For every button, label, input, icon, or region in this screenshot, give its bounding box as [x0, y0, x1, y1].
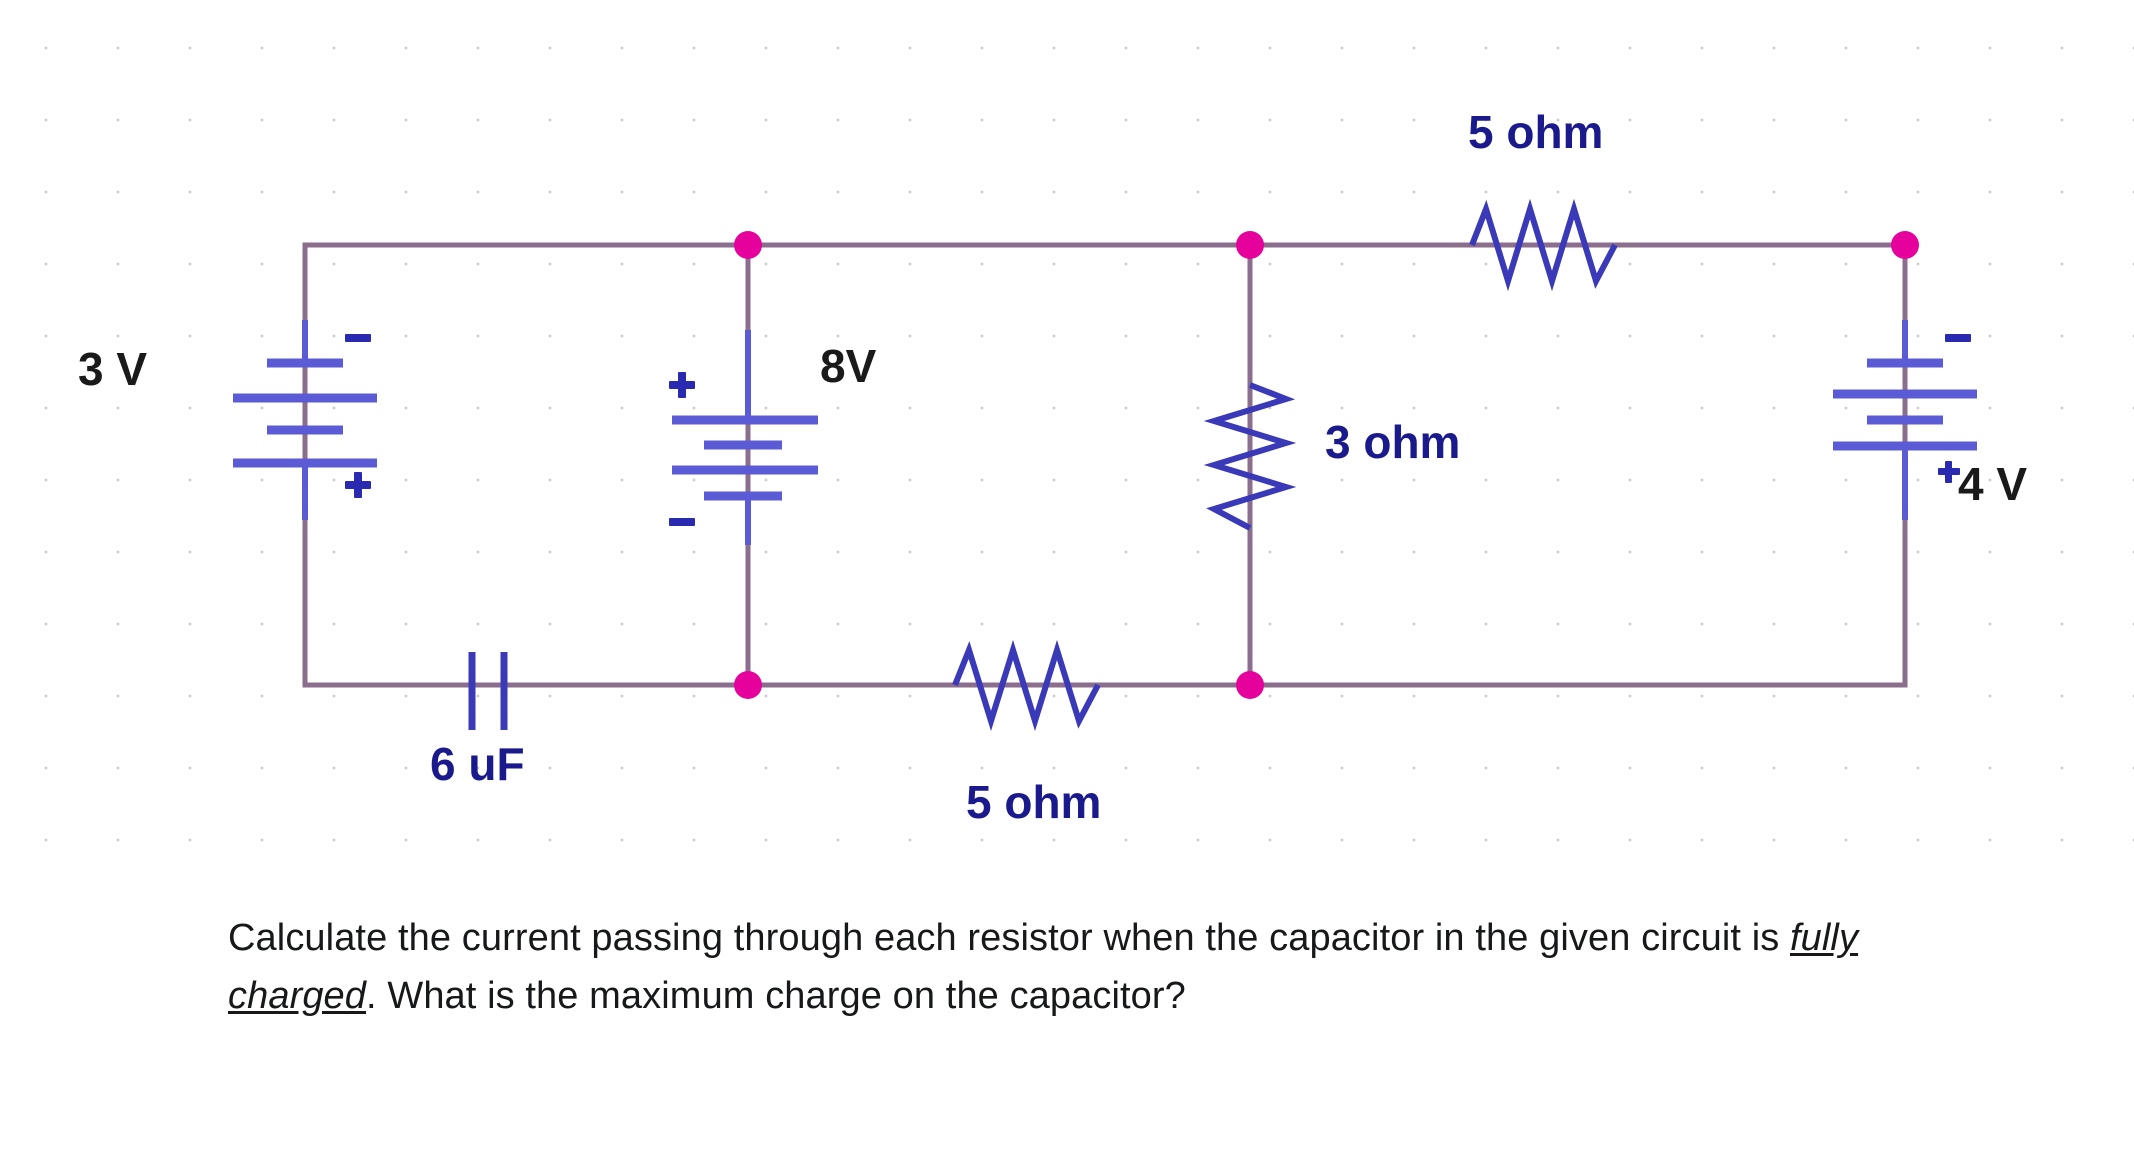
circuit-schematic: 3 V 8V	[78, 106, 2027, 828]
junction-node-bottom-middle	[734, 671, 762, 699]
junction-node-top-middle	[734, 231, 762, 259]
battery-4v-polarity	[1938, 334, 1971, 483]
plus-icon	[669, 372, 695, 398]
resistor-3ohm	[1203, 382, 1297, 531]
resistor-3ohm-zigzag	[1203, 382, 1297, 531]
caption-part-1: Calculate the current passing through ea…	[228, 917, 1790, 959]
plus-icon	[345, 472, 371, 498]
battery-4v	[1833, 320, 1977, 520]
junction-node-bottom-rightmid	[1236, 671, 1264, 699]
wire-group	[302, 242, 1908, 688]
label-4v: 4 V	[1958, 458, 2027, 510]
junction-node-top-farright	[1891, 231, 1919, 259]
label-resistor-5ohm-top: 5 ohm	[1468, 106, 1603, 158]
label-resistor-3ohm: 3 ohm	[1325, 416, 1460, 468]
junction-node-top-rightmid	[1236, 231, 1264, 259]
caption-part-2: . What is the maximum charge on the capa…	[366, 974, 1186, 1017]
resistor-5ohm-top	[1469, 198, 1618, 292]
minus-icon	[669, 518, 695, 526]
battery-3v	[233, 320, 377, 520]
minus-icon	[1945, 334, 1971, 342]
battery-8v-polarity	[669, 372, 695, 526]
minus-icon	[345, 334, 371, 342]
resistor-5ohm-bottom-zigzag	[952, 639, 1101, 732]
resistor-5ohm-top-zigzag	[1469, 198, 1618, 292]
label-8v: 8V	[820, 340, 877, 392]
label-3v: 3 V	[78, 343, 147, 395]
resistor-5ohm-bottom	[952, 639, 1101, 732]
question-caption: Calculate the current passing through ea…	[228, 910, 1888, 1026]
graph-paper-grid	[0, 0, 2134, 880]
caption-emphasis: fully charged	[228, 917, 1859, 1017]
plus-icon	[1938, 461, 1960, 483]
battery-8v	[672, 330, 818, 545]
junction-node-group	[734, 231, 1919, 699]
label-resistor-5ohm-bottom: 5 ohm	[966, 776, 1101, 828]
label-capacitor-6uf: 6 uF	[430, 738, 525, 790]
capacitor-6uf	[468, 652, 508, 730]
battery-3v-polarity	[345, 334, 371, 498]
